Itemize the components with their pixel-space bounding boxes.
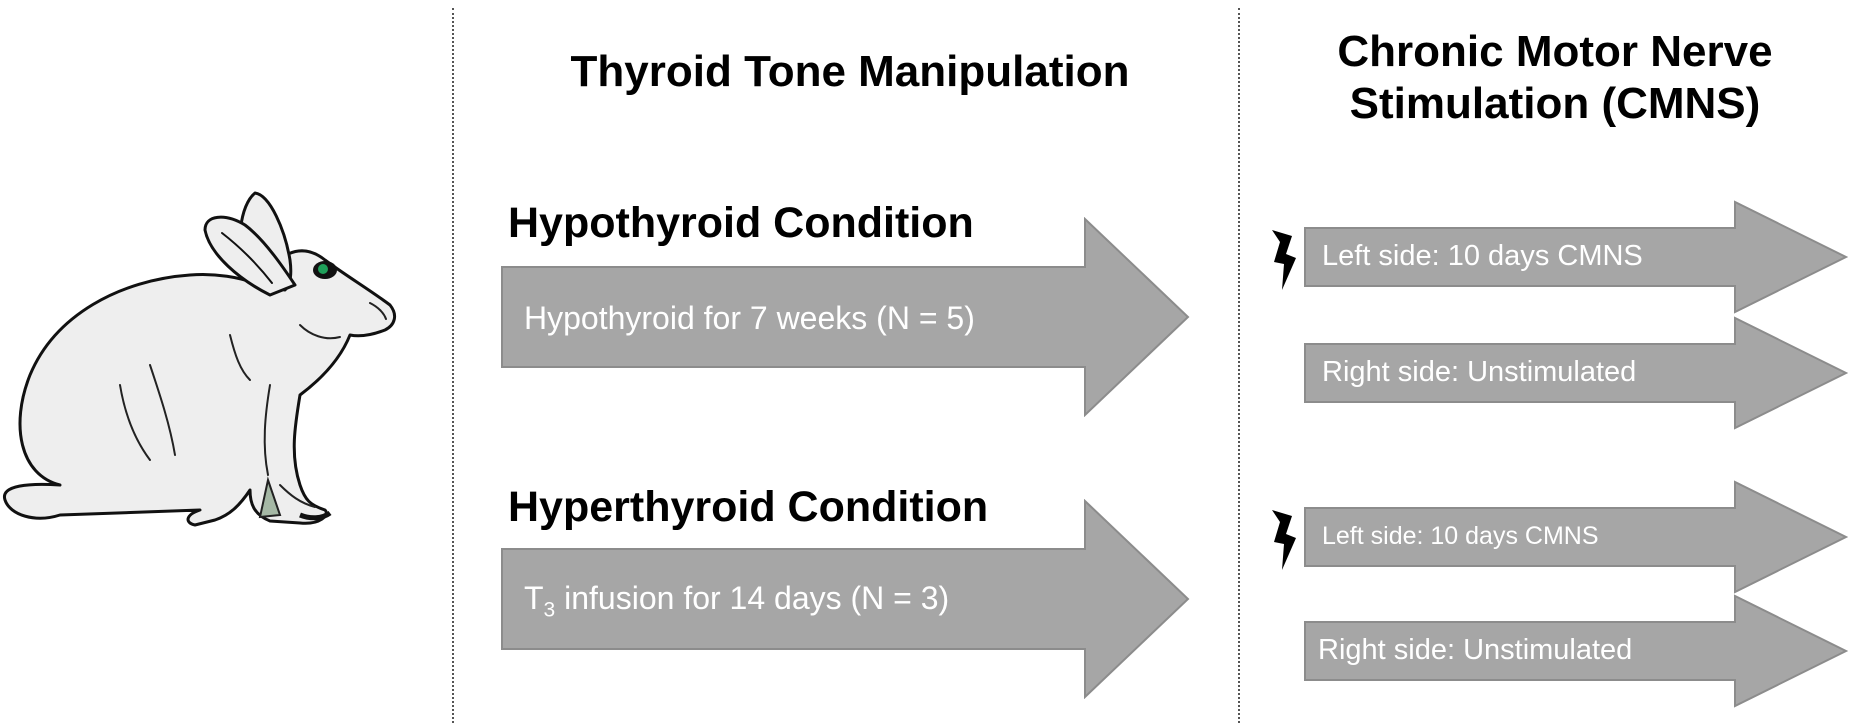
hyper-left-side-arrow <box>1303 480 1848 594</box>
rabbit-illustration <box>3 191 397 527</box>
hyper-right-side-label: Right side: Unstimulated <box>1318 634 1633 666</box>
hypo-right-side-arrow <box>1303 316 1848 430</box>
hypothyroid-arrow-label: Hypothyroid for 7 weeks (N = 5) <box>524 300 975 336</box>
cmns-title-line1: Chronic Motor Nerve <box>1337 27 1773 76</box>
lightning-bolt-icon <box>1272 510 1296 570</box>
hypo-left-side-arrow <box>1303 200 1848 314</box>
hypo-left-side-label: Left side: 10 days CMNS <box>1322 240 1643 272</box>
column-divider-right <box>1238 8 1240 723</box>
cmns-column-title: Chronic Motor Nerve Stimulation (CMNS) <box>1260 26 1850 130</box>
cmns-title-line2: Stimulation (CMNS) <box>1349 79 1761 128</box>
hypothyroid-arrow <box>500 217 1190 417</box>
hyper-right-side-arrow <box>1303 594 1848 708</box>
hyperthyroid-arrow <box>500 499 1190 699</box>
hypothyroid-title: Hypothyroid Condition <box>508 199 974 247</box>
hyper-left-side-label: Left side: 10 days CMNS <box>1322 522 1599 550</box>
hypo-right-side-label: Right side: Unstimulated <box>1322 356 1637 388</box>
t3-label-rest: infusion for 14 days (N = 3) <box>555 580 950 616</box>
t3-label-subscript: 3 <box>543 598 556 622</box>
lightning-bolt-icon <box>1272 230 1296 290</box>
hyperthyroid-arrow-label: T3 infusion for 14 days (N = 3) <box>524 580 949 622</box>
t3-label-prefix: T <box>524 580 544 616</box>
column-divider-left <box>452 8 454 723</box>
hyperthyroid-title: Hyperthyroid Condition <box>508 483 989 531</box>
thyroid-column-title: Thyroid Tone Manipulation <box>570 47 1130 96</box>
